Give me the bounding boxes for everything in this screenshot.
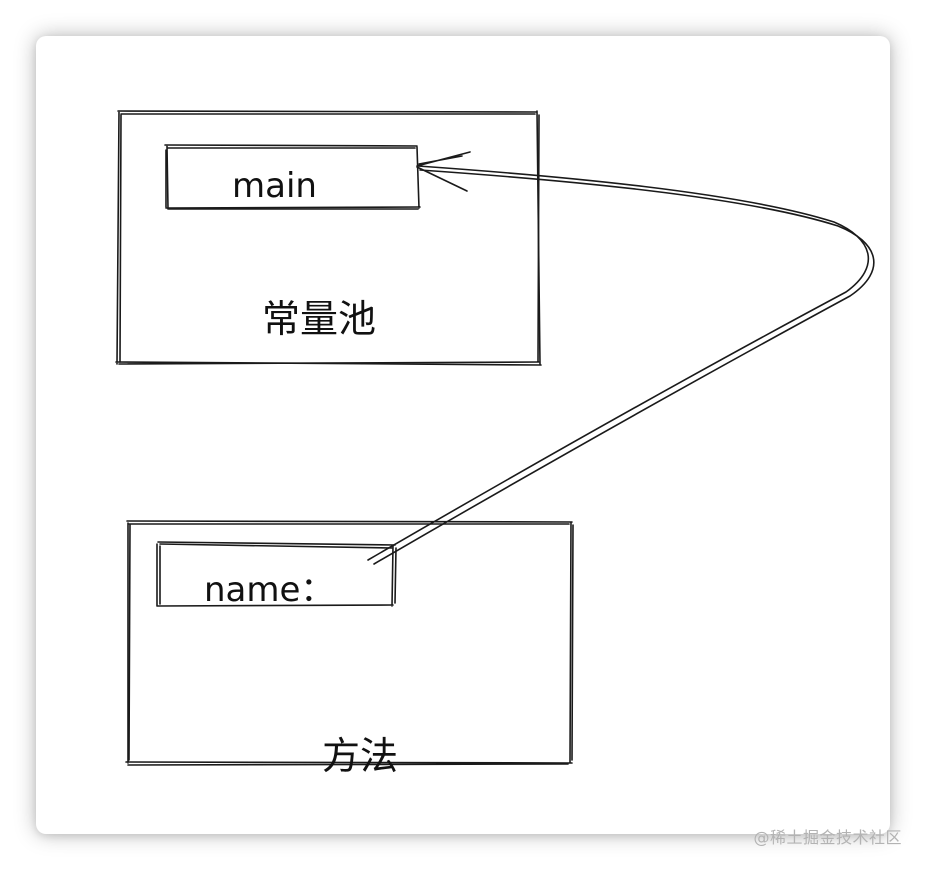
arrow-head	[416, 151, 471, 192]
watermark-text: @稀土掘金技术社区	[753, 828, 902, 847]
method-box	[125, 520, 574, 766]
reference-arrow	[367, 151, 875, 565]
main-entry-text: main	[232, 166, 317, 206]
name-entry-text: name：	[204, 570, 334, 610]
main-entry-box	[164, 144, 421, 210]
constant-pool-label: 常量池	[262, 297, 376, 341]
constant-pool-box	[115, 110, 542, 366]
method-label: 方法	[322, 734, 398, 778]
name-entry-box	[156, 541, 397, 607]
